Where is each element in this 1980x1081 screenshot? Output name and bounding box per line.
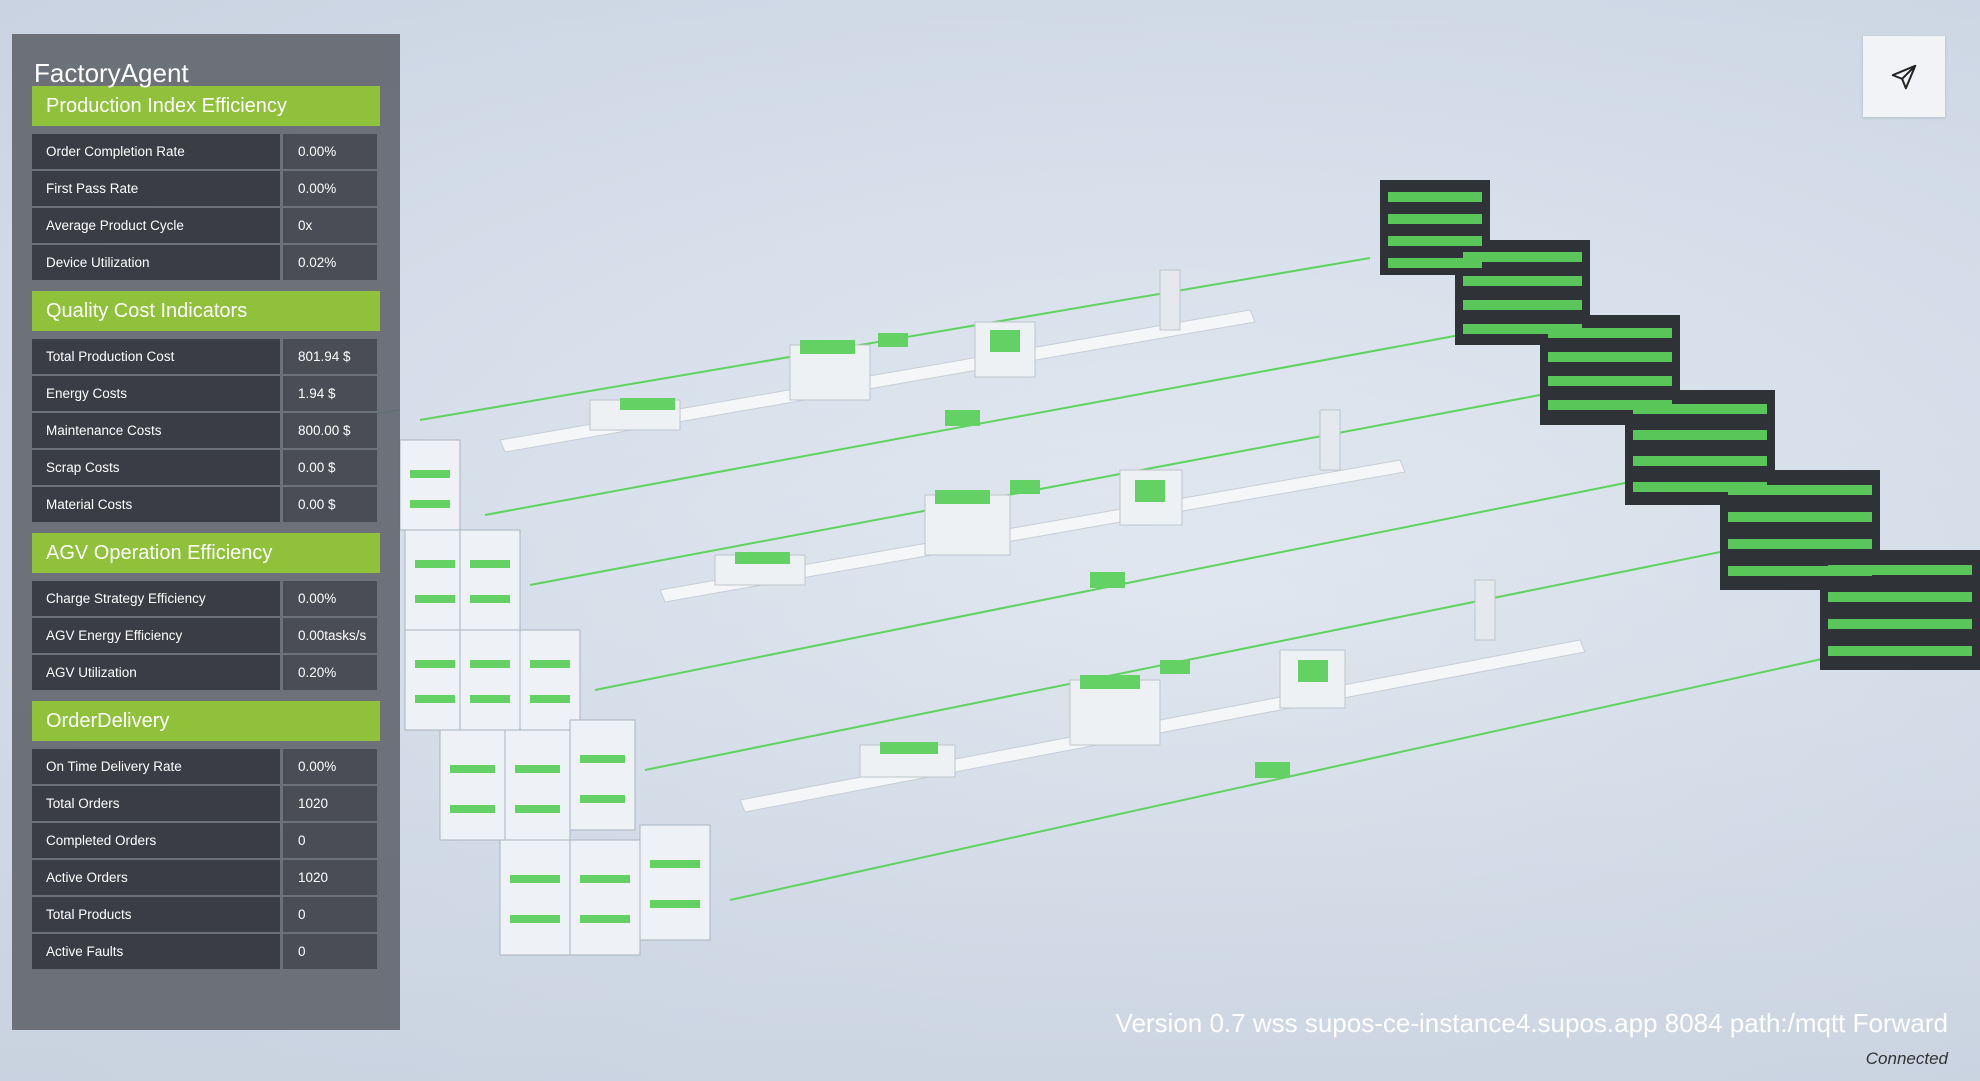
- metrics-panel: FactoryAgent Production Index Efficiency…: [12, 34, 400, 1030]
- send-button[interactable]: [1863, 36, 1945, 117]
- metric-label: Total Products: [32, 897, 280, 932]
- section-header: AGV Operation Efficiency: [32, 533, 380, 573]
- metric-label: Order Completion Rate: [32, 134, 280, 169]
- metric-value: 0: [283, 934, 377, 969]
- section-gap: [32, 280, 380, 291]
- metric-label: Scrap Costs: [32, 450, 280, 485]
- send-icon: [1891, 64, 1917, 89]
- metric-value: 0.20%: [283, 655, 377, 690]
- metric-label: First Pass Rate: [32, 171, 280, 206]
- production-line-3: [739, 579, 1586, 813]
- metric-value: 0.00%: [283, 581, 377, 616]
- metric-label: Total Orders: [32, 786, 280, 821]
- section-gap: [32, 690, 380, 701]
- metric-label: Material Costs: [32, 487, 280, 522]
- storage-modules-left: [399, 439, 711, 956]
- app-title: FactoryAgent: [34, 58, 189, 88]
- metric-value: 1.94 $: [283, 376, 377, 411]
- metric-value: 0.00 $: [283, 450, 377, 485]
- metric-value: 800.00 $: [283, 413, 377, 448]
- metric-label: Charge Strategy Efficiency: [32, 581, 280, 616]
- section-header: OrderDelivery: [32, 701, 380, 741]
- storage-racks-right: [1380, 180, 1980, 670]
- metric-value: 0.00%: [283, 134, 377, 169]
- metric-value: 0.00tasks/s: [283, 618, 377, 653]
- metric-label: Total Production Cost: [32, 339, 280, 374]
- metric-label: Energy Costs: [32, 376, 280, 411]
- metric-value: 1020: [283, 786, 377, 821]
- metric-label: On Time Delivery Rate: [32, 749, 280, 784]
- section-header: Production Index Efficiency: [32, 86, 380, 126]
- metric-label: AGV Utilization: [32, 655, 280, 690]
- version-info: Version 0.7 wss supos-ce-instance4.supos…: [1115, 1008, 1948, 1038]
- section-gap: [32, 522, 380, 533]
- production-line-2: [659, 409, 1406, 603]
- metric-label: AGV Energy Efficiency: [32, 618, 280, 653]
- section-header: Quality Cost Indicators: [32, 291, 380, 331]
- metric-label: Active Faults: [32, 934, 280, 969]
- metric-label: Device Utilization: [32, 245, 280, 280]
- metric-label: Maintenance Costs: [32, 413, 280, 448]
- metric-label: Completed Orders: [32, 823, 280, 858]
- metric-value: 1020: [283, 860, 377, 895]
- metric-value: 0: [283, 897, 377, 932]
- metric-value: 0.00%: [283, 171, 377, 206]
- production-line-1: [499, 269, 1256, 453]
- metric-value: 0: [283, 823, 377, 858]
- connection-status: Connected: [1865, 1049, 1948, 1068]
- metric-value: 0.00%: [283, 749, 377, 784]
- metric-value: 0.00 $: [283, 487, 377, 522]
- metric-label: Active Orders: [32, 860, 280, 895]
- metric-value: 0x: [283, 208, 377, 243]
- metric-label: Average Product Cycle: [32, 208, 280, 243]
- metric-value: 0.02%: [283, 245, 377, 280]
- metric-value: 801.94 $: [283, 339, 377, 374]
